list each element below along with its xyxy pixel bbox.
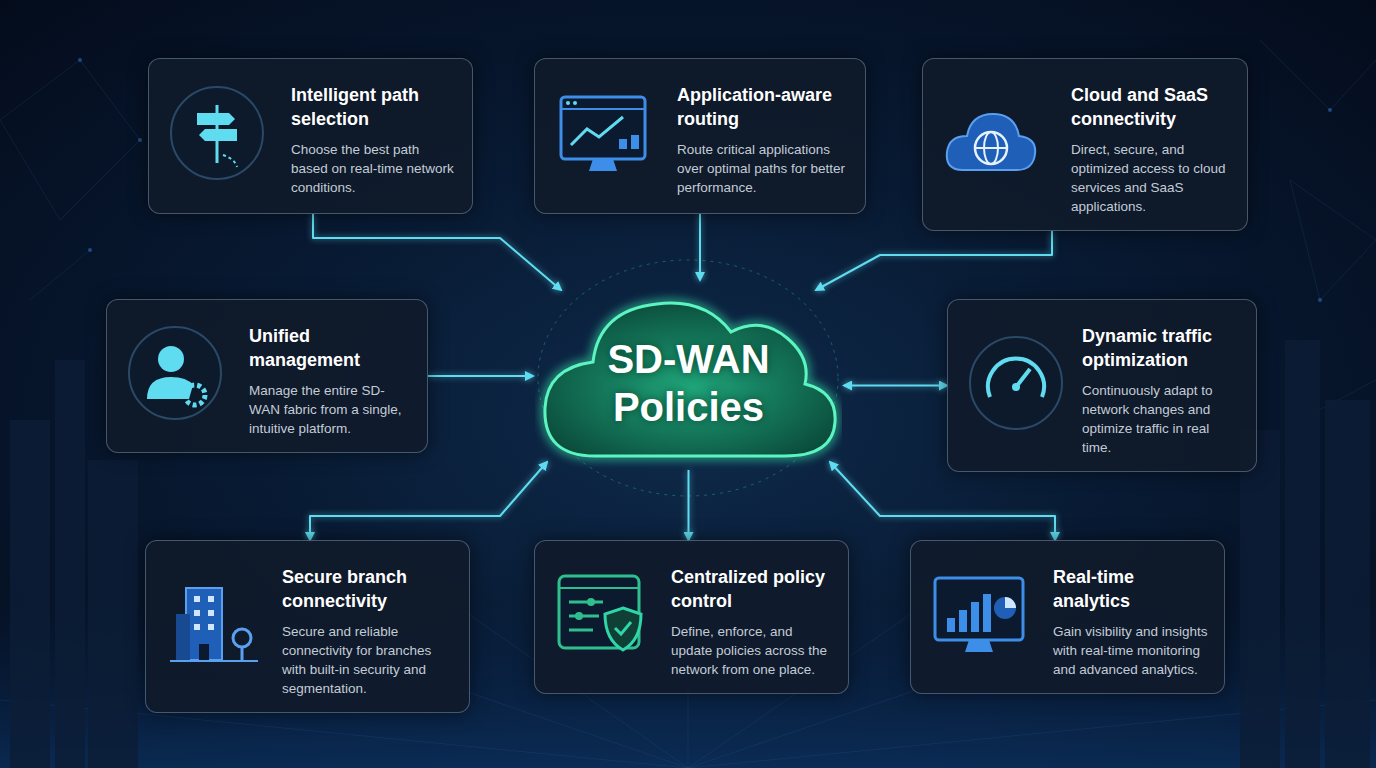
network-mesh [0, 40, 1376, 768]
connector-arrow [688, 470, 690, 540]
connector-arrow [310, 462, 547, 540]
connector-arrow [313, 214, 561, 290]
feature-icon [966, 333, 1066, 433]
card-heading: Secure branch connectivity [282, 565, 455, 613]
card-heading: Unified management [249, 324, 413, 372]
feature-card: Unified managementManage the entire SD-W… [106, 299, 428, 453]
card-heading: Cloud and SaaS connectivity [1071, 83, 1233, 131]
feature-card: Application-aware routingRoute critical … [534, 58, 866, 214]
card-heading: Application-aware routing [677, 83, 851, 131]
connector-arrow [699, 214, 701, 280]
card-description: Direct, secure, and optimized access to … [1071, 140, 1233, 216]
feature-card: Centralized policy controlDefine, enforc… [534, 540, 849, 694]
connector-arrow [428, 375, 533, 377]
feature-card: Intelligent path selectionChoose the bes… [148, 58, 473, 214]
feature-icon [929, 564, 1029, 664]
card-description: Secure and reliable connectivity for bra… [282, 622, 455, 698]
mesh-dots [78, 58, 1332, 302]
card-heading: Centralized policy control [671, 565, 834, 613]
card-description: Gain visibility and insights with real-t… [1053, 622, 1210, 679]
card-description: Define, enforce, and update policies acr… [671, 622, 834, 679]
card-heading: Dynamic traffic optimization [1082, 324, 1242, 372]
card-description: Continuously adapt to network changes an… [1082, 381, 1242, 457]
connector-arrow [844, 385, 947, 387]
feature-icon [941, 92, 1041, 192]
feature-icon [164, 574, 264, 674]
card-description: Route critical applications over optimal… [677, 140, 851, 197]
feature-icon [553, 564, 653, 664]
card-heading: Real-time analytics [1053, 565, 1210, 613]
connector-arrow [830, 462, 1055, 540]
card-description: Manage the entire SD-WAN fabric from a s… [249, 381, 413, 438]
central-cloud: SD-WAN Policies [535, 280, 842, 470]
card-heading: Intelligent path selection [291, 83, 458, 131]
cloud-title: SD-WAN Policies [579, 335, 799, 431]
feature-card: Secure branch connectivitySecure and rel… [145, 540, 470, 713]
feature-icon [167, 83, 267, 183]
halo-ring [538, 260, 838, 496]
feature-card: Dynamic traffic optimizationContinuously… [947, 299, 1257, 472]
feature-icon [125, 323, 225, 423]
feature-card: Real-time analyticsGain visibility and i… [910, 540, 1225, 694]
connector-arrow [816, 231, 1052, 290]
feature-icon [553, 83, 653, 183]
card-description: Choose the best path based on real-time … [291, 140, 458, 197]
feature-card: Cloud and SaaS connectivityDirect, secur… [922, 58, 1248, 231]
